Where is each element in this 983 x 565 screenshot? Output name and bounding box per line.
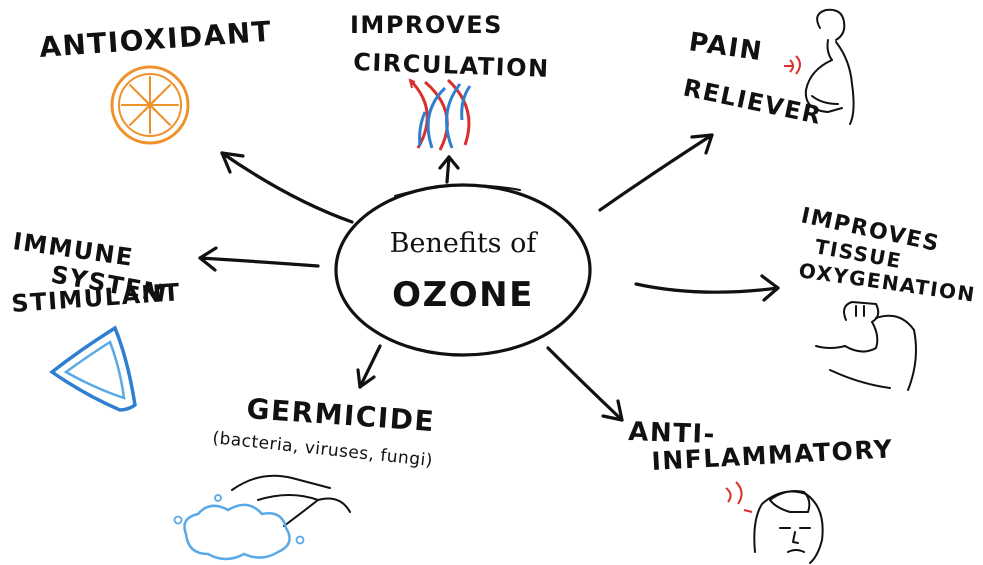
arrow-germicide — [356, 344, 382, 389]
benefit-inflammatory: ANTI- INFLAMMATORY — [628, 417, 894, 564]
inflammatory-label-line1: ANTI- — [628, 417, 717, 450]
arrow-tissue — [634, 274, 780, 302]
arrow-pain — [598, 133, 714, 212]
arrow-inflammatory — [546, 346, 624, 422]
center-node: Benefits of OZONE — [334, 183, 592, 357]
center-title-line1: Benefits of — [390, 228, 539, 259]
orange-slice-icon — [110, 65, 190, 145]
antioxidant-label: ANTIOXIDANT — [38, 15, 273, 64]
flexed-arm-icon — [815, 301, 917, 391]
headache-icon — [725, 481, 824, 564]
arrows — [198, 133, 780, 422]
benefit-antioxidant: ANTIOXIDANT — [38, 15, 273, 145]
arrow-immune — [198, 246, 320, 272]
benefit-tissue: IMPROVES TISSUE OXYGENATION — [797, 203, 977, 391]
shield-icon — [49, 325, 137, 412]
center-title-line2: OZONE — [392, 275, 534, 315]
center-ellipse-overlap — [394, 184, 521, 197]
center-ellipse — [334, 183, 592, 357]
benefit-circulation: IMPROVES CIRCULATION — [350, 11, 550, 151]
pain-label-line1: PAIN — [687, 27, 765, 67]
blood-vessels-icon — [408, 78, 472, 151]
arrow-antioxidant — [220, 151, 354, 224]
pain-label-line2: RELIEVER — [681, 73, 825, 130]
circulation-label-line2: CIRCULATION — [353, 48, 550, 83]
circulation-label-line1: IMPROVES — [350, 11, 503, 39]
benefit-germicide: GERMICIDE (bacteria, viruses, fungi) — [173, 392, 437, 561]
person-in-pain-icon — [784, 8, 855, 125]
germicide-label: GERMICIDE — [246, 392, 437, 438]
arrow-circulation — [438, 155, 460, 184]
washing-hands-icon — [173, 474, 351, 561]
immune-label-line3: STIMULANT — [10, 278, 181, 318]
benefit-immune: IMMUNE SYSTEM STIMULANT — [10, 227, 182, 412]
benefit-pain: PAIN RELIEVER — [681, 8, 855, 130]
